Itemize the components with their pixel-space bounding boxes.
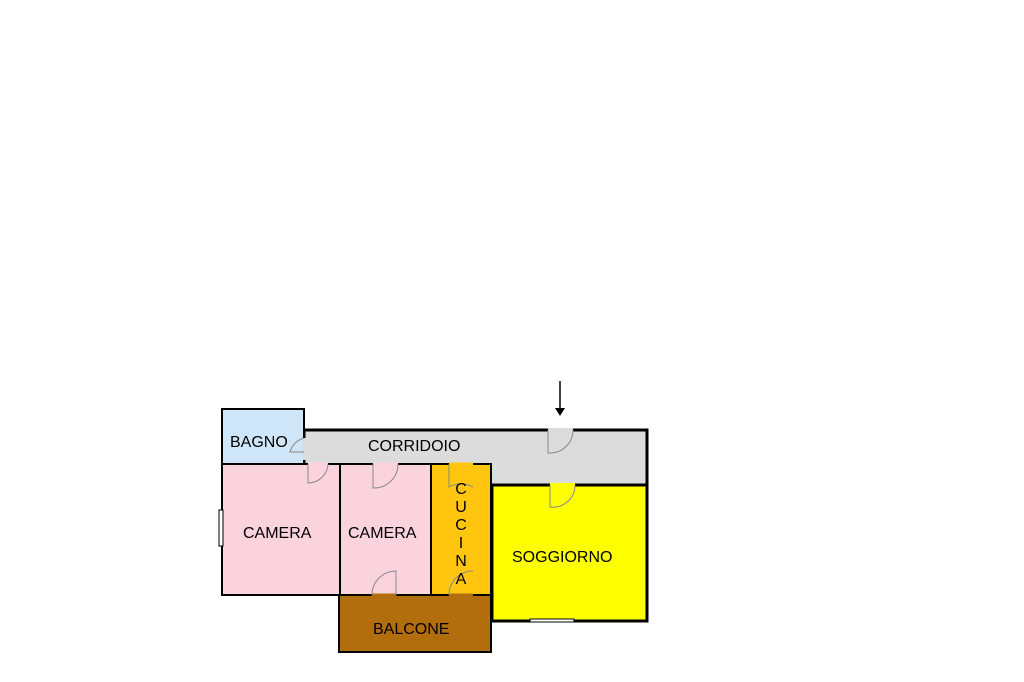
soggiorno-door-icon: [549, 484, 576, 508]
bagno-room: [221, 408, 305, 465]
camera-label-1: CAMERA: [243, 525, 312, 542]
entrance-door-icon: [547, 429, 574, 454]
cucina-balcone-door-icon: [448, 570, 474, 596]
cucina-letter: C: [455, 517, 467, 534]
soggiorno-room: [490, 483, 649, 623]
bagno-door-icon: [289, 437, 305, 453]
cucina-label: C U C I N A: [455, 481, 467, 588]
door-swings: [289, 429, 576, 596]
cucina-letter: N: [455, 553, 467, 570]
cucina-letter: A: [456, 571, 467, 588]
soggiorno-label: SOGGIORNO: [512, 549, 612, 566]
camera-label-2: CAMERA: [348, 525, 417, 542]
balcone-label: BALCONE: [373, 621, 449, 638]
soggiorno-window: [529, 618, 575, 623]
balcone-door-icon: [371, 570, 397, 596]
cucina-letter: C: [455, 481, 467, 498]
entrance-arrow-icon: [555, 381, 565, 416]
camera-window: [218, 509, 224, 547]
cucina-letter: I: [459, 535, 463, 552]
camera-2-door-icon: [372, 463, 399, 489]
door-openings: [302, 428, 575, 597]
camera-room-1: [221, 463, 341, 596]
cucina-door-icon: [448, 464, 474, 488]
windows: [218, 509, 575, 623]
camera-1-door-icon: [307, 463, 329, 484]
bagno-label: BAGNO: [230, 434, 288, 451]
cucina-letter: U: [455, 499, 467, 516]
balcone-room: [338, 594, 492, 653]
corridoio-label: CORRIDOIO: [368, 438, 460, 455]
